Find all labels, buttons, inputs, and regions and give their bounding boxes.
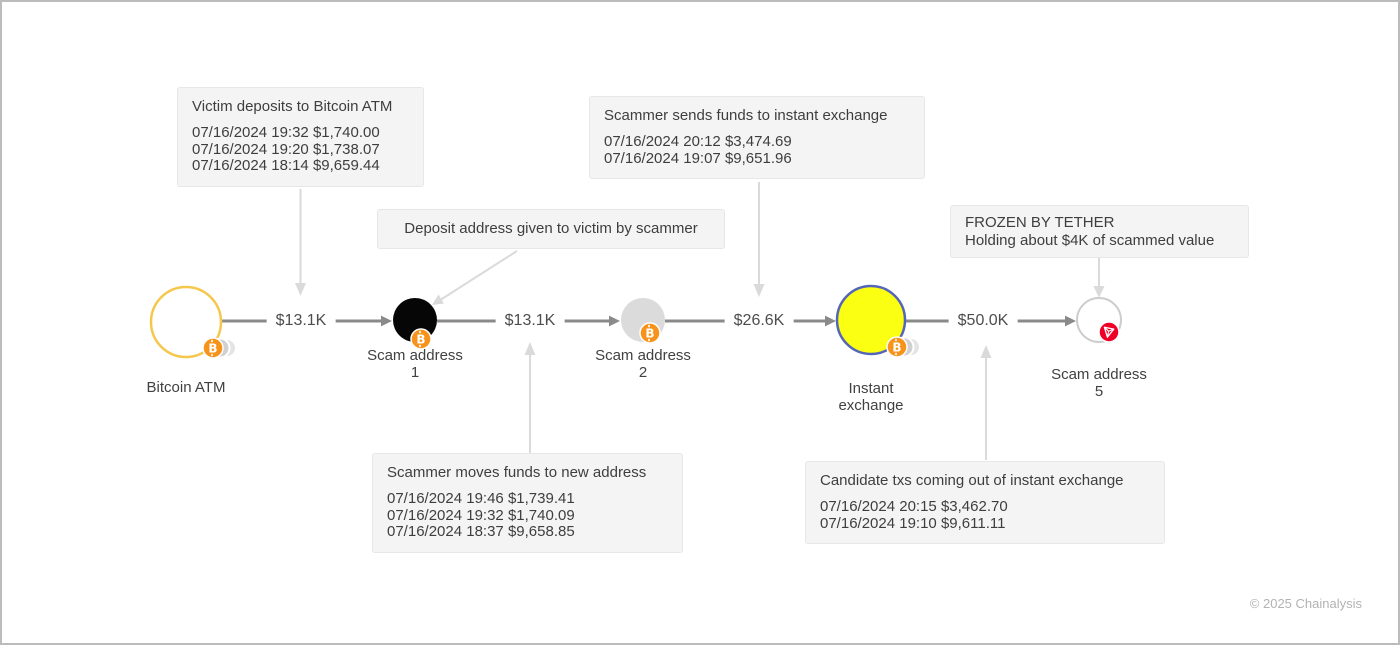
tx-row: 07/16/2024 19:32 $1,740.09 [387, 506, 575, 524]
svg-text:B: B [208, 342, 217, 356]
arrowhead-icon [825, 315, 836, 327]
callout-arrow-victim-deposits [295, 189, 306, 296]
tx-row: 07/16/2024 20:15 $3,462.70 [820, 498, 1008, 515]
callout-title: Scammer moves funds to new address [387, 464, 647, 481]
node-scam-address-2: B [621, 298, 665, 344]
callout-candidate-txs: Candidate txs coming out of instant exch… [805, 461, 1165, 544]
node-label-instant-exchange: Instant exchange [838, 380, 904, 414]
node-label-scam-address-2: Scam address 2 [595, 347, 691, 381]
tx-row: 07/16/2024 19:46 $1,739.41 [387, 490, 575, 507]
callout-subtitle: Holding about $4K of scammed value [965, 231, 1215, 249]
bitcoin-icon: B [886, 336, 908, 358]
copyright-notice: © 2025 Chainalysis [1249, 596, 1362, 611]
node-label-scam-address-5: Scam address 5 [1051, 366, 1147, 400]
tx-row: 07/16/2024 20:12 $3,474.69 [604, 133, 792, 150]
callout-title: FROZEN BY TETHER [965, 214, 1115, 231]
bitcoin-icon: B [639, 322, 661, 344]
tx-row: 07/16/2024 19:20 $1,738.07 [192, 140, 380, 158]
edge-value-label: $13.1K [495, 311, 565, 331]
tx-row: 07/16/2024 18:14 $9,659.44 [192, 157, 380, 174]
tx-row: 07/16/2024 19:10 $9,611.11 [820, 514, 1006, 532]
node-instant-exchange: B [835, 284, 921, 358]
callout-frozen-by-tether: FROZEN BY TETHER Holding about $4K of sc… [950, 205, 1249, 258]
callout-deposit-address: Deposit address given to victim by scamm… [377, 209, 725, 249]
node-label-scam-address-1: Scam address 1 [367, 347, 463, 381]
node-bitcoin-atm: B [149, 285, 237, 359]
callout-arrow-candidate-txs [980, 345, 992, 460]
edge-value-label: $50.0K [948, 311, 1018, 331]
tx-row: 07/16/2024 18:37 $9,658.85 [387, 523, 575, 540]
callout-title: Candidate txs coming out of instant exch… [820, 472, 1124, 489]
callout-scammer-moves: Scammer moves funds to new address 07/16… [372, 453, 683, 553]
node-scam-address-5 [1076, 297, 1122, 343]
callout-arrow-frozen [1093, 257, 1105, 298]
edge-value-label: $13.1K [266, 311, 336, 331]
tx-row: 07/16/2024 19:07 $9,651.96 [604, 149, 792, 167]
node-label-bitcoin-atm: Bitcoin ATM [146, 379, 226, 396]
arrowhead-icon [381, 315, 392, 327]
tron-icon [1098, 321, 1120, 343]
callout-scammer-sends: Scammer sends funds to instant exchange … [589, 96, 925, 179]
svg-text:B: B [416, 333, 425, 347]
callout-title: Scammer sends funds to instant exchange [604, 107, 888, 124]
callout-arrow-scammer-sends [753, 182, 765, 297]
svg-text:B: B [645, 327, 654, 341]
arrowhead-icon [1065, 315, 1076, 327]
node-scam-address-1: B [393, 298, 437, 350]
bitcoin-icon: B [410, 328, 432, 350]
callout-victim-deposits: Victim deposits to Bitcoin ATM 07/16/202… [177, 87, 424, 187]
bitcoin-icon: B [202, 337, 224, 359]
edge-value-label: $26.6K [724, 311, 794, 331]
callout-title: Deposit address given to victim by scamm… [404, 220, 698, 237]
callout-arrow-deposit-address [432, 250, 518, 305]
callout-arrow-scammer-moves [524, 342, 536, 456]
tx-row: 07/16/2024 19:32 $1,740.00 [192, 124, 380, 141]
arrowhead-icon [609, 315, 620, 327]
svg-text:B: B [892, 341, 901, 355]
callout-title: Victim deposits to Bitcoin ATM [192, 98, 393, 115]
